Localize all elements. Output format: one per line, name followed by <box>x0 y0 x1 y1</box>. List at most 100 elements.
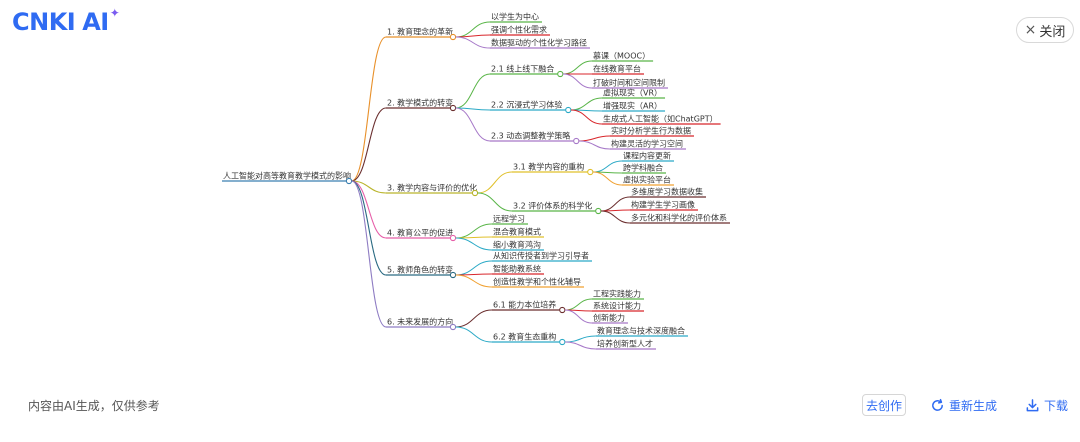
mindmap-leaf: 慕课（MOOC） <box>593 51 650 61</box>
mindmap-connector <box>455 260 493 276</box>
mindmap-leaf: 培养创新型人才 <box>597 339 653 349</box>
mindmap-node-dot <box>449 271 457 279</box>
mindmap-node-dot <box>595 207 602 215</box>
close-button[interactable]: × 关闭 <box>1016 17 1074 43</box>
mindmap-connector <box>592 160 623 173</box>
mindmap-branch: 4. 教育公平的促进 <box>387 228 453 238</box>
mindmap-leaf: 跨学科融合 <box>623 163 663 173</box>
mindmap-leaf: 多维度学习数据收集 <box>631 187 703 197</box>
mindmap-leaf: 强调个性化需求 <box>491 25 547 35</box>
mindmap-connector <box>570 109 603 125</box>
close-icon: × <box>1024 22 1037 38</box>
mindmap-subbranch: 2.2 沉浸式学习体验 <box>491 100 562 110</box>
mindmap-leaf: 在线教育平台 <box>593 64 641 74</box>
mindmap-connector <box>351 180 387 239</box>
mindmap-branch: 3. 教学内容与评价的优化 <box>387 183 477 193</box>
mindmap-leaf: 构建学生学习画像 <box>631 200 695 210</box>
mindmap-branch: 5. 教师角色的转变 <box>387 265 453 275</box>
mindmap-connector <box>351 180 387 328</box>
mindmap-connector <box>600 196 631 212</box>
mindmap-leaf: 构建灵活的学习空间 <box>611 139 683 149</box>
mindmap-node-dot <box>587 168 594 176</box>
mindmap-leaf: 工程实践能力 <box>593 289 641 299</box>
mindmap-leaf: 生成式人工智能（如ChatGPT） <box>603 114 718 124</box>
mindmap-node-dot <box>345 177 353 185</box>
download-button[interactable]: 下载 <box>1025 394 1068 416</box>
mindmap-connector <box>455 326 493 343</box>
mindmap-connector <box>600 210 631 224</box>
logo-cnki-text: CNKI <box>12 8 76 36</box>
mindmap-node-dot <box>449 33 457 41</box>
mindmap: 人工智能对高等教育教学模式的影响 1. 教育理念的革新 以学生为中心强调个性化需求数… <box>222 12 730 350</box>
mindmap-node-dot <box>449 104 457 112</box>
mindmap-leaf: 多元化和科学化的评价体系 <box>631 213 727 223</box>
close-button-label: 关闭 <box>1039 24 1066 40</box>
mindmap-connector <box>455 107 491 111</box>
mindmap-leaf: 智能助教系统 <box>493 264 541 274</box>
refresh-icon <box>932 398 943 411</box>
logo-ai-text: AI <box>82 8 109 36</box>
mindmap-branch: 1. 教育理念的革新 <box>387 27 453 37</box>
mindmap-leaf: 增强现实（AR） <box>603 101 662 111</box>
create-button[interactable]: 去创作 <box>862 394 906 416</box>
mindmap-connector <box>578 140 611 150</box>
mindmap-subbranch: 6.2 教育生态重构 <box>493 332 556 342</box>
mindmap-connector <box>570 97 603 111</box>
mindmap-leaf: 课程内容更新 <box>623 151 671 161</box>
mindmap-leaf: 实时分析学生行为数据 <box>611 126 691 136</box>
mindmap-connector <box>562 60 593 75</box>
mindmap-connector <box>455 107 491 142</box>
mindmap-root: 人工智能对高等教育教学模式的影响 <box>223 171 351 181</box>
mindmap-leaf: 远程学习 <box>493 214 525 224</box>
mindmap-node-dot <box>559 306 566 314</box>
ai-disclaimer: 内容由AI生成，仅供参考 <box>28 399 160 413</box>
mindmap-leaf: 数据驱动的个性化学习路径 <box>491 38 587 48</box>
mindmap-node-dot <box>559 338 566 346</box>
mindmap-subbranch: 2.3 动态调整教学策略 <box>491 131 570 141</box>
sparkle-icon: ✦ <box>109 6 120 20</box>
mindmap-connector <box>564 309 593 324</box>
download-label: 下载 <box>1044 398 1069 413</box>
download-icon <box>1026 398 1039 411</box>
mindmap-connector <box>455 223 493 239</box>
mindmap-leaf: 以学生为中心 <box>491 12 539 22</box>
mindmap-connector <box>564 298 593 311</box>
mindmap-connector <box>592 171 623 186</box>
mindmap-node-dot <box>471 189 479 197</box>
mindmap-connector <box>455 274 493 288</box>
mindmap-connector <box>564 335 597 343</box>
mindmap-subbranch: 6.1 能力本位培养 <box>493 300 556 310</box>
mindmap-connector <box>351 107 387 182</box>
mindmap-node-dot <box>565 106 572 114</box>
mindmap-connector <box>564 341 597 350</box>
mindmap-leaf: 虚拟现实（VR） <box>603 88 662 98</box>
mindmap-connector <box>455 73 491 109</box>
mindmap-connector <box>455 237 493 251</box>
mindmap-leaf: 缩小教育鸿沟 <box>493 240 541 250</box>
mindmap-subbranch: 3.1 教学内容的重构 <box>513 162 584 172</box>
mindmap-node-dot <box>449 234 457 242</box>
regenerate-label: 重新生成 <box>949 398 998 413</box>
mindmap-leaf: 教育理念与技术深度融合 <box>597 326 685 336</box>
mindmap-connector <box>477 171 513 194</box>
mindmap-connector <box>562 73 593 89</box>
mindmap-leaf: 系统设计能力 <box>593 301 641 311</box>
mindmap-leaf: 虚拟实验平台 <box>623 175 671 185</box>
mindmap-connector <box>351 180 387 194</box>
regenerate-button[interactable]: 重新生成 <box>930 394 997 416</box>
mindmap-connector <box>455 309 493 328</box>
mindmap-node-dot <box>557 70 564 78</box>
mindmap-branch: 2. 教学模式的转变 <box>387 98 453 108</box>
mindmap-leaf: 从知识传授者到学习引导者 <box>493 251 589 261</box>
mindmap-leaf: 创造性教学和个性化辅导 <box>493 277 581 287</box>
mindmap-leaf: 混合教育模式 <box>493 227 541 237</box>
mindmap-connector <box>351 180 387 276</box>
mindmap-connector <box>351 36 387 182</box>
mindmap-subbranch: 3.2 评价体系的科学化 <box>513 201 592 211</box>
mindmap-subbranch: 2.1 线上线下融合 <box>491 64 554 74</box>
mindmap-node-dot <box>573 137 580 145</box>
mindmap-connector <box>477 192 513 212</box>
mindmap-connector <box>455 36 491 49</box>
mindmap-leaf: 打破时间和空间限制 <box>593 78 665 88</box>
